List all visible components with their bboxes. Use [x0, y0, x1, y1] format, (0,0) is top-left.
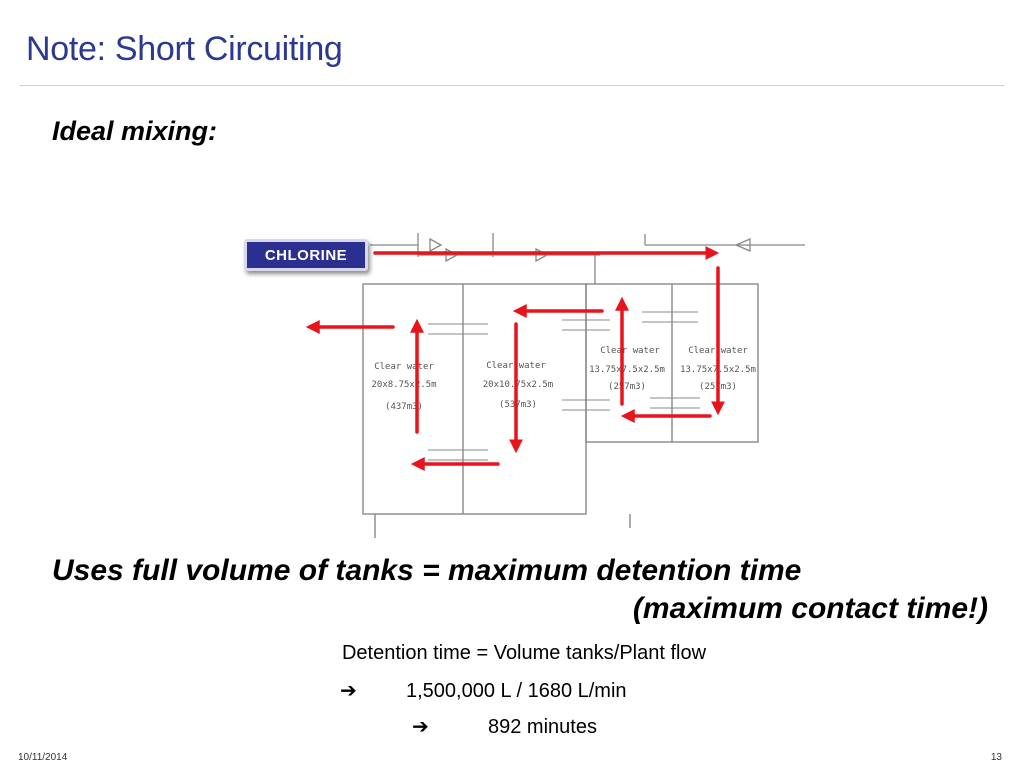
tank-1-volume: (437m3) [385, 402, 423, 412]
tank-3-label: Clear water [600, 346, 660, 356]
title-divider [20, 85, 1004, 86]
tank-2-dims: 20x10.75x2.5m [483, 380, 553, 390]
slide-title: Note: Short Circuiting [26, 30, 343, 68]
result-text: 892 minutes [488, 716, 597, 738]
flow-arrows [305, 246, 725, 471]
chlorine-label: CHLORINE [244, 239, 368, 271]
calc-text: 1,500,000 L / 1680 L/min [406, 680, 627, 702]
statement-line-1: Uses full volume of tanks = maximum dete… [52, 554, 802, 587]
result-row: ➔ 892 minutes [412, 714, 597, 739]
tank-2-volume: (537m3) [499, 400, 537, 410]
right-arrow-icon: ➔ [412, 716, 429, 738]
tank-3-dims: 13.75x7.5x2.5m [589, 365, 665, 375]
page-number: 13 [990, 752, 1002, 763]
footer-date: 10/11/2014 [18, 752, 68, 763]
formula-text: Detention time = Volume tanks/Plant flow [341, 642, 707, 664]
tank-flow-diagram: Clear water 20x8.75x2.5m (437m3) Clear w… [305, 233, 805, 538]
statement-line-2: (maximum contact time!) [632, 592, 988, 625]
baffle-symbols [428, 311, 700, 461]
subtitle: Ideal mixing: [52, 116, 218, 146]
tank-outlines [362, 283, 759, 538]
tank-1-label: Clear water [374, 362, 434, 372]
calc-row: ➔ 1,500,000 L / 1680 L/min [340, 678, 627, 703]
pipe-network [370, 233, 805, 284]
right-arrow-icon: ➔ [340, 680, 357, 702]
tank-3-volume: (257m3) [608, 382, 646, 392]
tank-1-dims: 20x8.75x2.5m [371, 380, 436, 390]
